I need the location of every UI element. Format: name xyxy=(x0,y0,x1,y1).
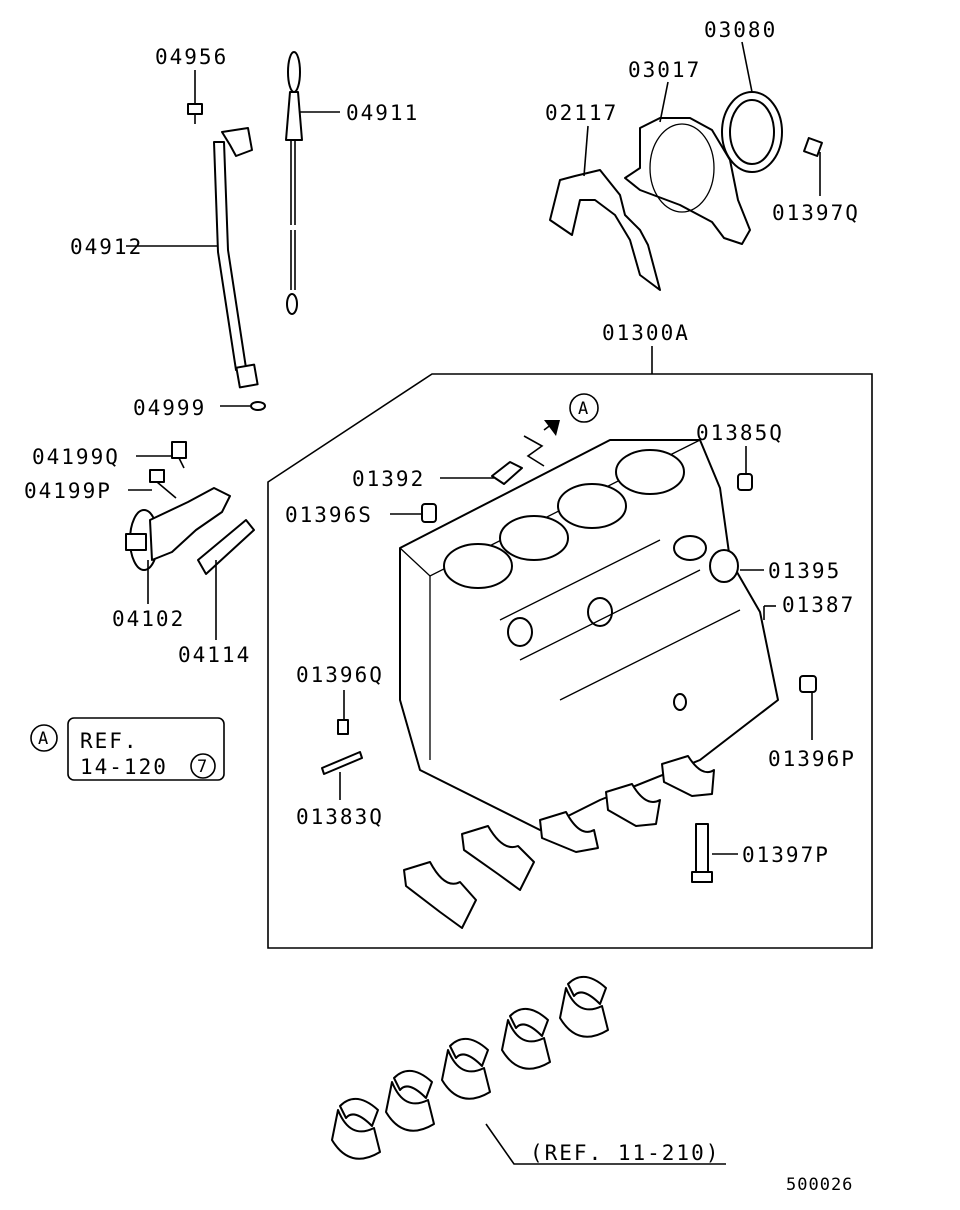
pin-01396q xyxy=(337,719,349,735)
bolt-01397p xyxy=(691,823,713,883)
label-04199p: 04199P xyxy=(24,479,112,503)
label-04912: 04912 xyxy=(70,235,143,259)
label-04956: 04956 xyxy=(155,45,228,69)
label-02117: 02117 xyxy=(545,101,618,125)
plug-01385q xyxy=(737,473,753,491)
label-04999: 04999 xyxy=(133,396,206,420)
ref-box-circled: 7 xyxy=(197,757,208,777)
label-01396q: 01396Q xyxy=(296,663,384,687)
label-04911: 04911 xyxy=(346,101,419,125)
dowel-01392 xyxy=(491,461,523,485)
ref-box-marker: A xyxy=(38,729,49,749)
label-01395: 01395 xyxy=(768,559,841,583)
label-01383q: 01383Q xyxy=(296,805,384,829)
main-bearing-shells xyxy=(331,976,609,1160)
label-01385q: 01385Q xyxy=(696,421,784,445)
callout-a: A xyxy=(569,393,599,423)
label-01396s: 01396S xyxy=(285,503,373,527)
arrow-to-a xyxy=(523,420,560,467)
label-01387: 01387 xyxy=(782,593,855,617)
bolt-04199q xyxy=(171,441,187,469)
ref-bearing-label: (REF. 11-210) xyxy=(530,1141,720,1165)
main-bearing-caps xyxy=(403,755,715,929)
bolt-04199p xyxy=(149,469,177,499)
callout-a-letter: A xyxy=(578,399,589,419)
label-01392: 01392 xyxy=(352,467,425,491)
label-01397q: 01397Q xyxy=(772,201,860,225)
gasket-04114 xyxy=(197,519,255,575)
rear-plate-02117 xyxy=(549,169,661,291)
label-01300a: 01300A xyxy=(602,321,690,345)
oil-seal-case-03017 xyxy=(624,117,751,245)
label-01397p: 01397P xyxy=(742,843,830,867)
label-01396p: 01396P xyxy=(768,747,856,771)
seal-ring-01395 xyxy=(709,549,739,583)
label-04102: 04102 xyxy=(112,607,185,631)
ref-box-line1: REF. xyxy=(80,729,139,753)
cylinder-block xyxy=(399,439,779,831)
rear-oil-seal-03080 xyxy=(721,91,783,173)
bolt-04956 xyxy=(187,103,203,124)
bolt-01397q xyxy=(803,137,823,157)
o-ring-04999 xyxy=(250,401,266,411)
diagram-code: 500026 xyxy=(786,1175,853,1195)
label-03080: 03080 xyxy=(704,18,777,42)
part-labels: 04956 04911 04912 04999 02117 03017 0308… xyxy=(24,18,860,867)
label-03017: 03017 xyxy=(628,58,701,82)
label-04199q: 04199Q xyxy=(32,445,120,469)
ref-box-line2: 14-120 xyxy=(80,755,168,779)
leader-lines xyxy=(126,41,821,1165)
label-04114: 04114 xyxy=(178,643,251,667)
sleeve-01396s xyxy=(421,503,437,523)
dipstick-guide-tube xyxy=(213,127,259,389)
pin-01396p xyxy=(799,675,817,693)
reference-box: A REF. 14-120 7 xyxy=(30,717,225,781)
oil-dipstick xyxy=(285,51,303,315)
oil-pump-04102 xyxy=(125,487,231,571)
stud-01383q xyxy=(321,751,363,775)
